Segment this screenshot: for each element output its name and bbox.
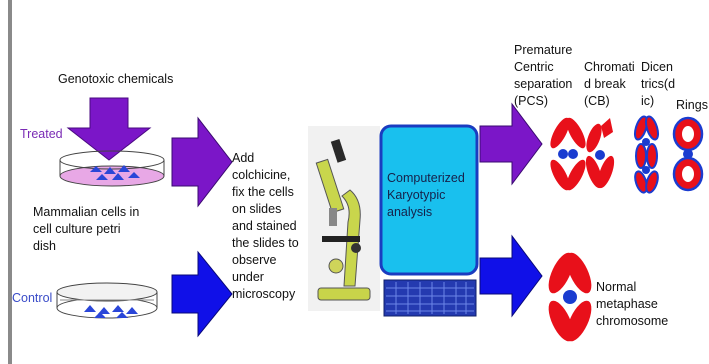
chemical-down-arrow	[66, 97, 152, 161]
treated-petri-dish	[59, 150, 165, 187]
genotoxic-label: Genotoxic chemicals	[58, 72, 174, 86]
cb-line-2: d break	[584, 77, 626, 91]
procedure-line-9: microscopy	[232, 287, 296, 301]
computer-monitor	[379, 124, 479, 276]
aberration-arrow	[479, 102, 543, 186]
dicentric-label: Dicen trics(d ic)	[641, 59, 675, 110]
monitor-label: Computerized Karyotypic analysis	[387, 170, 465, 221]
rings-label: Rings	[676, 98, 708, 112]
microscope-image	[308, 126, 380, 311]
ring-chromosome	[672, 116, 704, 192]
left-border	[8, 0, 12, 364]
pcs-chromosome	[550, 117, 586, 191]
procedure-line-1: Add	[232, 151, 255, 165]
pcs-line-3: separation	[514, 77, 573, 91]
pcs-line-2: Centric	[514, 60, 554, 74]
procedure-line-5: and stained	[232, 219, 297, 233]
dic-line-1: Dicen	[641, 60, 673, 74]
mammalian-line-1: Mammalian cells in	[33, 205, 140, 219]
mammalian-line-3: dish	[33, 239, 56, 253]
treated-label: Treated	[20, 127, 63, 141]
procedure-line-3: fix the cells	[232, 185, 294, 199]
chromatid-break-chromosome	[585, 118, 615, 189]
procedure-line-6: the slides to	[232, 236, 299, 250]
procedure-line-7: observe	[232, 253, 277, 267]
pcs-line-1: Premature	[514, 43, 573, 57]
analysis-line-3: analysis	[387, 205, 433, 219]
dicentric-chromosome	[633, 115, 660, 194]
normal-arrow	[479, 234, 543, 318]
procedure-text: Add colchicine, fix the cells on slides …	[232, 150, 299, 303]
dic-line-2: trics(d	[641, 77, 676, 91]
control-right-arrow	[171, 250, 233, 338]
treated-right-arrow	[171, 116, 233, 208]
normal-line-3: chromosome	[596, 314, 669, 328]
normal-line-2: metaphase	[596, 297, 658, 311]
dic-line-3: ic)	[641, 94, 655, 108]
normal-label: Normal metaphase chromosome	[596, 279, 668, 330]
procedure-line-2: colchicine,	[232, 168, 291, 182]
cb-line-3: (CB)	[584, 94, 610, 108]
analysis-line-1: Computerized	[387, 171, 465, 185]
keyboard	[383, 279, 477, 317]
normal-chromosome	[548, 252, 592, 342]
pcs-label: Premature Centric separation (PCS)	[514, 42, 572, 110]
cb-label: Chromati d break (CB)	[584, 59, 635, 110]
procedure-line-8: under	[232, 270, 264, 284]
normal-line-1: Normal	[596, 280, 637, 294]
mammalian-label: Mammalian cells in cell culture petri di…	[33, 204, 139, 255]
procedure-line-4: on slides	[232, 202, 282, 216]
mammalian-line-2: cell culture petri	[33, 222, 121, 236]
analysis-line-2: Karyotypic	[387, 188, 446, 202]
cb-line-1: Chromati	[584, 60, 635, 74]
control-petri-dish	[56, 282, 158, 319]
pcs-line-4: (PCS)	[514, 94, 549, 108]
control-label: Control	[12, 291, 53, 305]
